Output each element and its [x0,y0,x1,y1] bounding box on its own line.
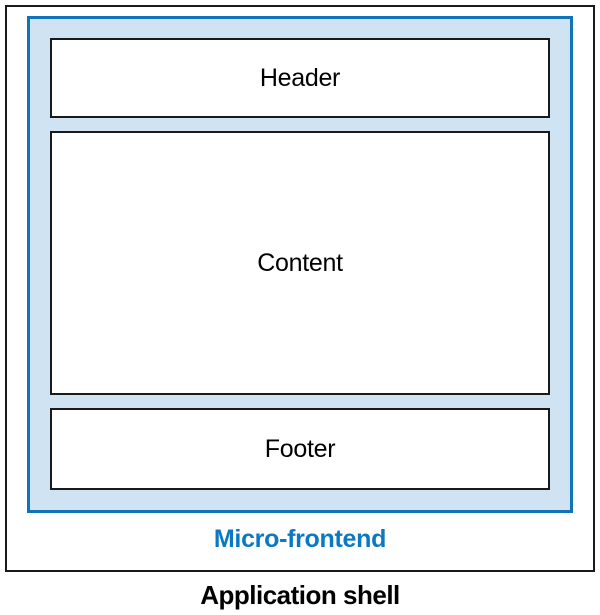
application-shell-box: Header Content Footer Micro-frontend [5,5,595,572]
content-label: Content [257,248,343,277]
micro-frontend-box: Header Content Footer [27,16,573,513]
footer-label: Footer [264,434,336,463]
footer-box: Footer [50,408,550,490]
content-box: Content [50,131,550,395]
header-label: Header [259,63,341,92]
micro-frontend-label: Micro-frontend [213,525,387,553]
application-shell-label: Application shell [200,580,400,610]
header-box: Header [50,38,550,118]
